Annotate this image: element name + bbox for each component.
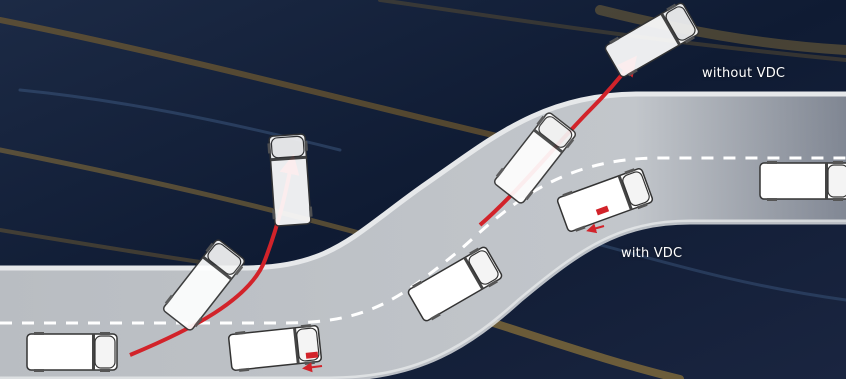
van-start [27, 332, 117, 372]
label-without-vdc: without VDC [702, 66, 785, 81]
van-skidding-2 [267, 134, 313, 227]
label-with-vdc: with VDC [621, 246, 682, 261]
brake-indicator-icon [306, 352, 319, 359]
van-exit [760, 161, 846, 201]
